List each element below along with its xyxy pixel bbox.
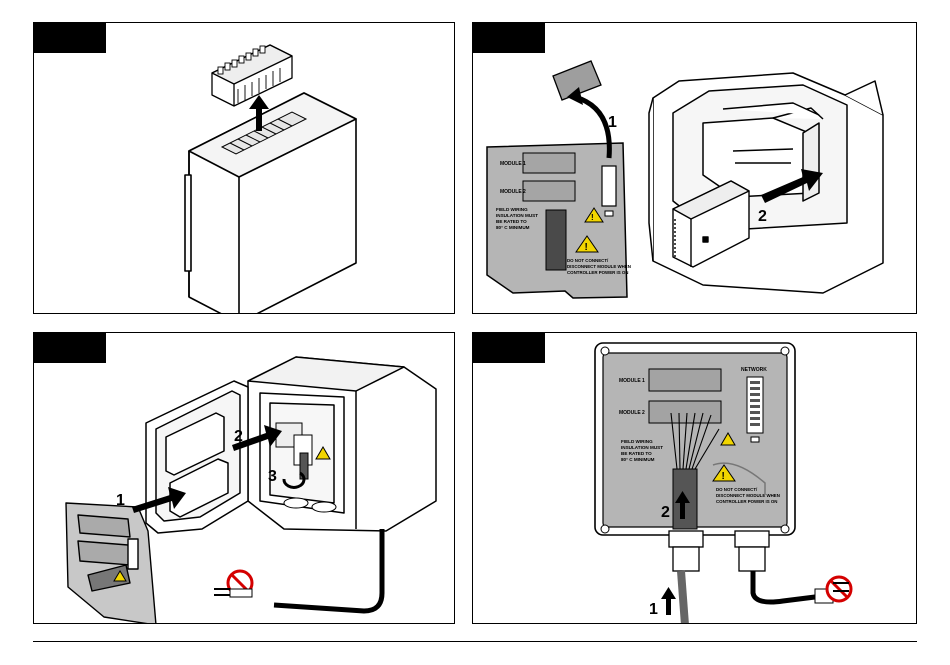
svg-text:FIELD WIRING: FIELD WIRING <box>496 207 528 212</box>
step-1-label: 1 <box>116 492 125 509</box>
svg-text:!: ! <box>591 213 594 222</box>
step-panel-2: MODULE 1 MODULE 2 FIELD WIRING INSULATIO… <box>472 22 917 314</box>
step-2-label: 2 <box>661 504 670 521</box>
svg-text:DISCONNECT MODULE WHEN: DISCONNECT MODULE WHEN <box>716 493 780 498</box>
svg-text:BE RATED TO: BE RATED TO <box>496 219 527 224</box>
module-2-label: MODULE 2 <box>500 189 526 195</box>
arrow-icon <box>661 587 676 615</box>
no-power-plug-icon <box>815 577 851 603</box>
wiring-slot <box>546 210 566 270</box>
footer-rule <box>33 641 917 642</box>
svg-text:INSULATION MUST: INSULATION MUST <box>496 213 538 218</box>
wiring-illustration: MODULE 1 MODULE 2 NETWORK FIELD WIRING I… <box>473 333 917 624</box>
step-2-label: 2 <box>758 208 767 225</box>
step-panel-3: 1 2 3 <box>33 332 455 624</box>
module-2-label: MODULE 2 <box>619 410 645 416</box>
svg-text:CONTROLLER POWER IS ON: CONTROLLER POWER IS ON <box>567 270 628 275</box>
svg-text:INSULATION MUST: INSULATION MUST <box>621 445 663 450</box>
svg-text:DO NOT CONNECT/: DO NOT CONNECT/ <box>716 487 758 492</box>
svg-text:BE RATED TO: BE RATED TO <box>621 451 652 456</box>
no-power-plug-icon <box>214 571 252 597</box>
svg-text:80° C MINIMUM: 80° C MINIMUM <box>621 457 655 462</box>
step-panel-1 <box>33 22 455 314</box>
step-2-label: 2 <box>234 428 243 445</box>
module-install-illustration: MODULE 1 MODULE 2 FIELD WIRING INSULATIO… <box>473 23 917 314</box>
step-panel-4: MODULE 1 MODULE 2 NETWORK FIELD WIRING I… <box>472 332 917 624</box>
svg-text:DISCONNECT MODULE WHEN: DISCONNECT MODULE WHEN <box>567 264 631 269</box>
module-1-label: MODULE 1 <box>619 378 645 384</box>
step-1-label: 1 <box>608 114 617 131</box>
step-3-label: 3 <box>268 468 277 485</box>
svg-text:FIELD WIRING: FIELD WIRING <box>621 439 653 444</box>
cover-install-illustration: 1 2 3 <box>34 333 455 624</box>
svg-text:!: ! <box>722 471 725 482</box>
svg-text:!: ! <box>585 242 588 253</box>
module-connector-illustration <box>34 23 455 314</box>
module-1-label: MODULE 1 <box>500 161 526 167</box>
svg-text:DO NOT CONNECT/: DO NOT CONNECT/ <box>567 258 609 263</box>
network-label: NETWORK <box>741 367 767 373</box>
step-1-label: 1 <box>649 601 658 618</box>
svg-text:80° C MINIMUM: 80° C MINIMUM <box>496 225 530 230</box>
svg-text:CONTROLLER POWER IS ON: CONTROLLER POWER IS ON <box>716 499 777 504</box>
